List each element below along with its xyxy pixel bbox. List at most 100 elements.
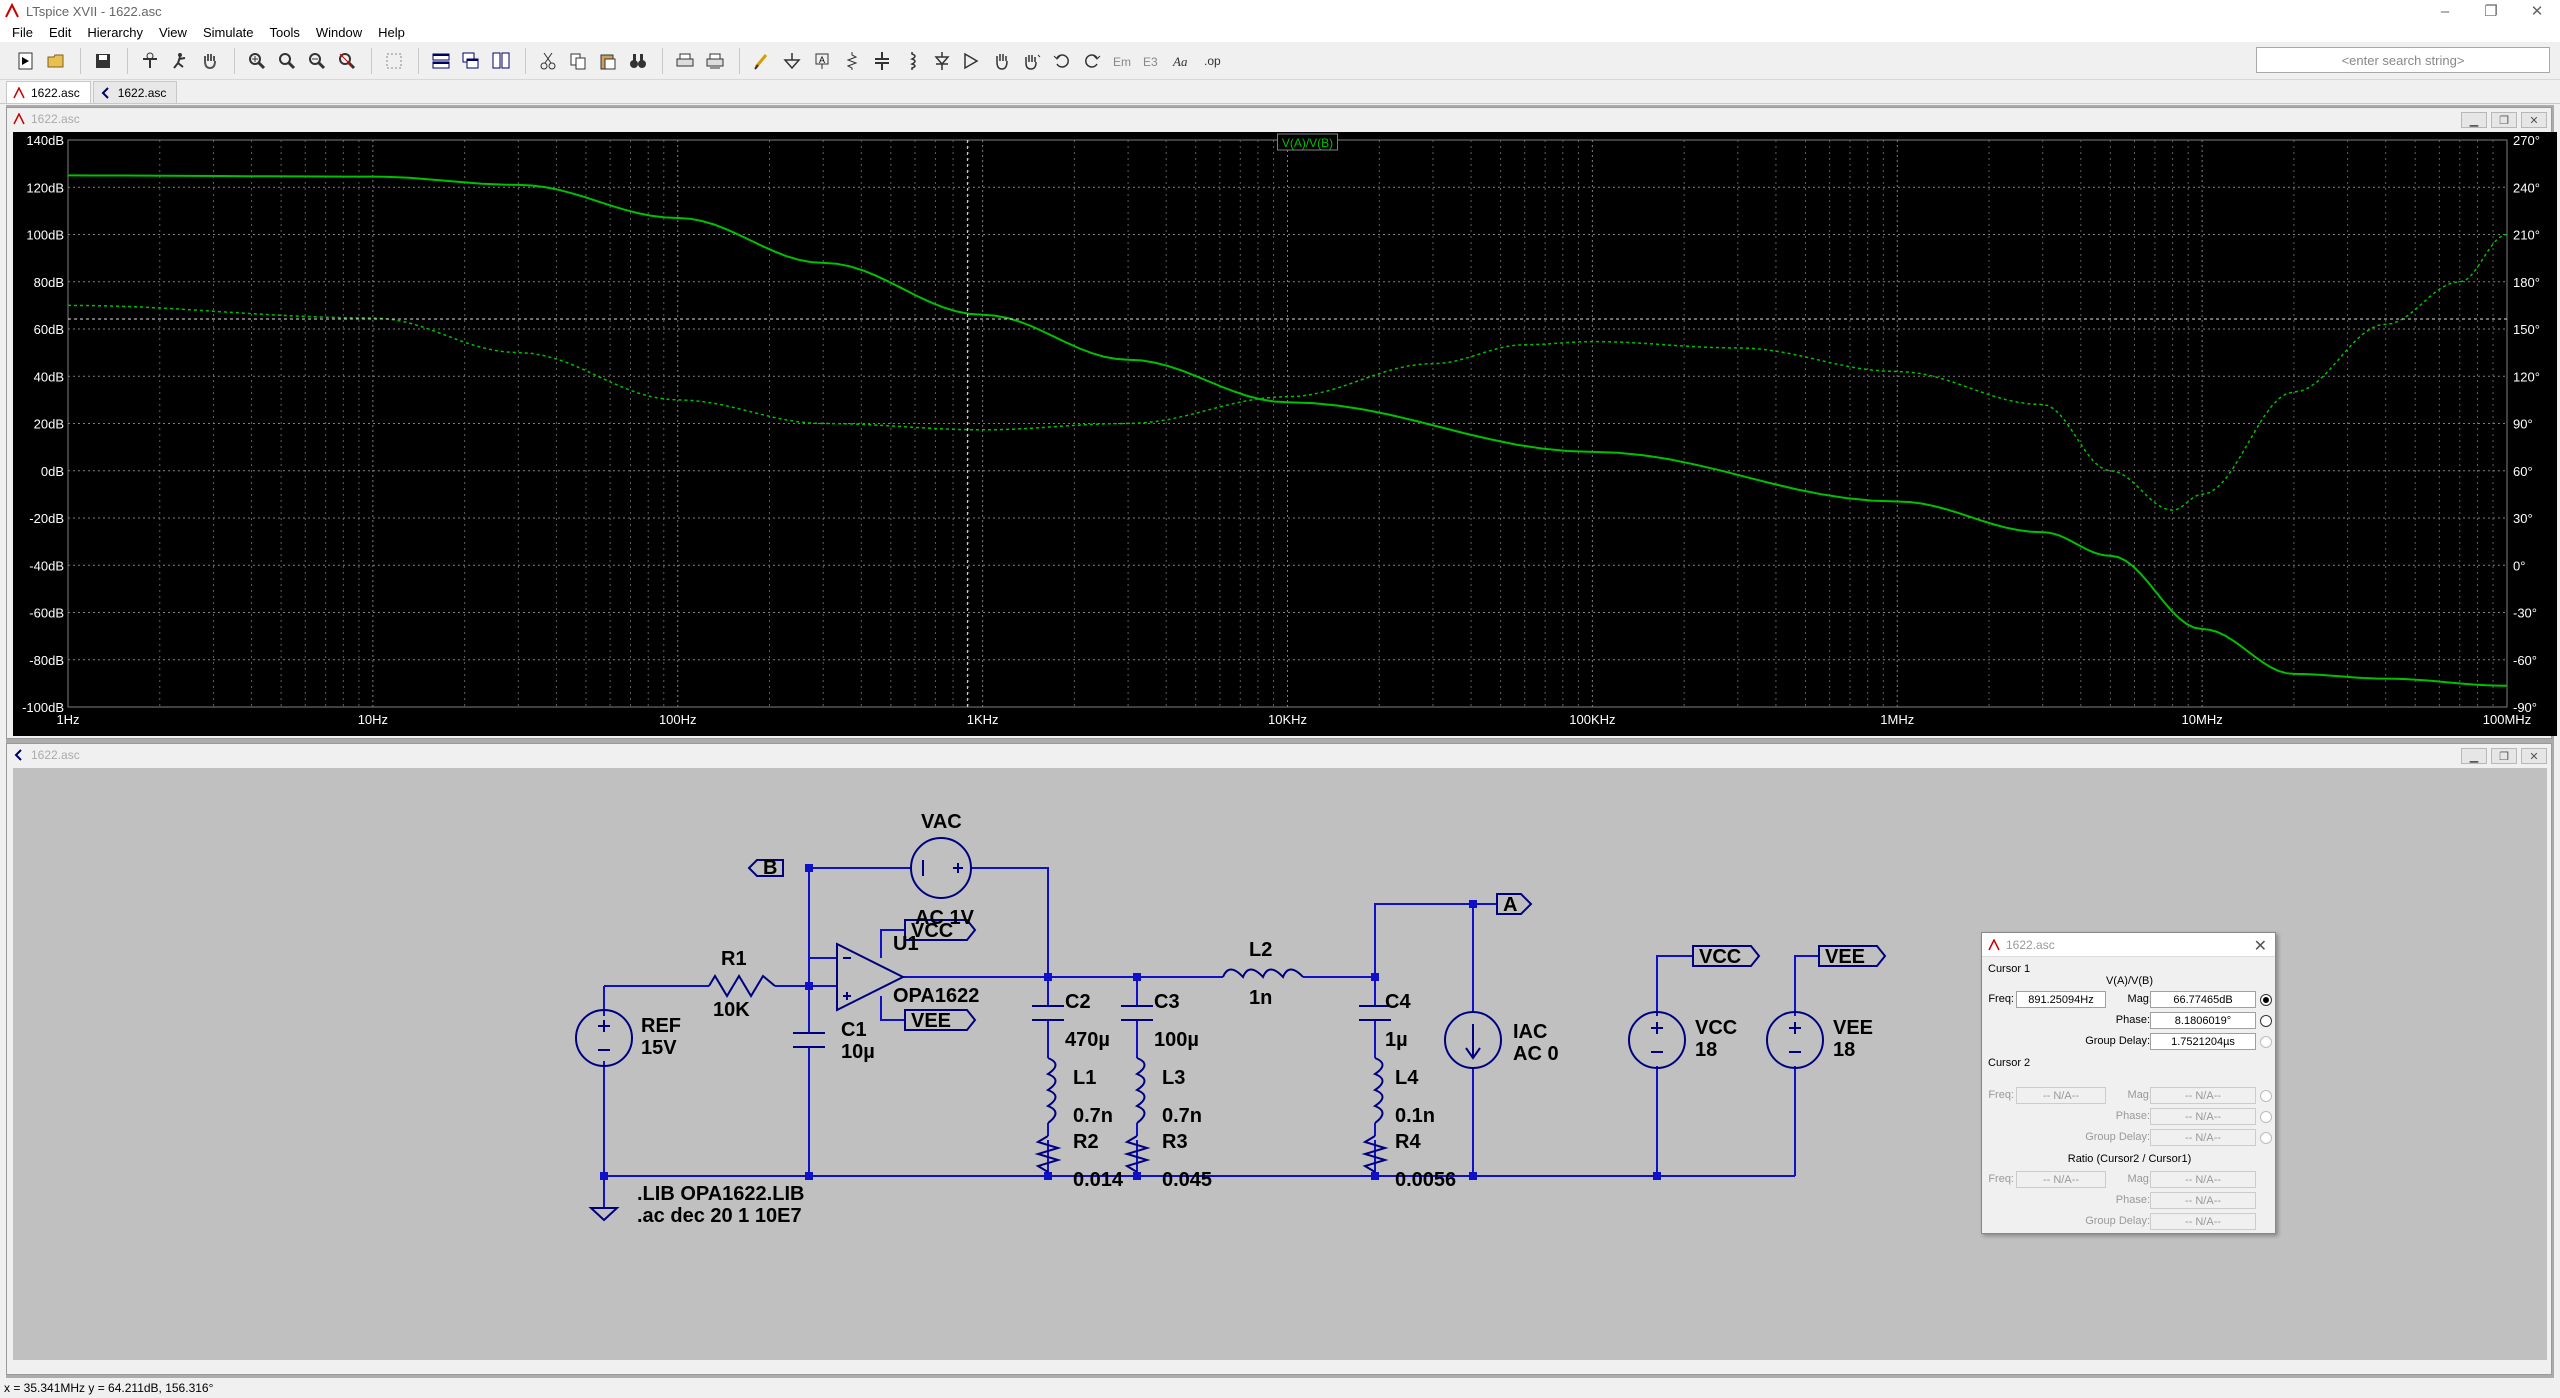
cut-icon[interactable]	[534, 47, 562, 75]
y-left-tick-label: 140dB	[26, 133, 64, 148]
inductor-icon[interactable]	[898, 47, 926, 75]
vee-ref: VEE	[1833, 1017, 1873, 1039]
zoom-in-icon[interactable]	[243, 47, 271, 75]
menu-hierarchy[interactable]: Hierarchy	[87, 24, 143, 40]
label-net-icon[interactable]: A	[808, 47, 836, 75]
x-tick-label: 10Hz	[358, 712, 388, 727]
l2-ref: L2	[1249, 939, 1272, 961]
menu-view[interactable]: View	[158, 24, 187, 40]
print-icon[interactable]	[671, 47, 699, 75]
restore-child-button[interactable]: ❐	[2491, 748, 2517, 764]
copy-icon[interactable]	[564, 47, 592, 75]
tile-vertical-icon[interactable]	[487, 47, 515, 75]
schematic-canvas[interactable]: VAC AC 1V R1 10K U1 OPA1622 REF 15V C1 1…	[13, 768, 2547, 1360]
paste-icon[interactable]	[594, 47, 622, 75]
net-label-vcc-opamp: VCC	[911, 920, 953, 942]
search-input[interactable]: <enter search string>	[2256, 47, 2550, 73]
mag-label: Mag:	[2127, 993, 2152, 1005]
component-icon[interactable]	[958, 47, 986, 75]
y-right-tick-label: -60°	[2513, 653, 2537, 668]
x-tick-label: 10MHz	[2182, 712, 2223, 727]
capacitor-icon[interactable]	[868, 47, 896, 75]
wires	[603, 867, 1819, 1208]
draw-wire-icon[interactable]	[748, 47, 776, 75]
group-delay-label: Group Delay:	[2085, 1215, 2150, 1227]
minimize-child-button[interactable]: ▁	[2461, 112, 2487, 128]
cursor1-mag-field[interactable]: 66.77465dB	[2150, 991, 2256, 1008]
ground-icon[interactable]	[778, 47, 806, 75]
ltspice-logo-icon	[1988, 938, 2000, 950]
rotate-icon[interactable]: Em	[1108, 47, 1136, 75]
c1-value: 10µ	[841, 1041, 875, 1063]
mag-radio[interactable]	[2260, 994, 2272, 1006]
text-icon[interactable]: Aa	[1168, 47, 1196, 75]
close-child-button[interactable]: ✕	[2521, 112, 2547, 128]
svg-text:Em: Em	[1113, 55, 1131, 69]
zoom-out-icon[interactable]	[303, 47, 331, 75]
restore-child-button[interactable]: ❐	[2491, 112, 2517, 128]
vee-value: 18	[1833, 1039, 1855, 1061]
resistor-icon[interactable]	[838, 47, 866, 75]
cursor1-freq-field[interactable]: 891.25094Hz	[2016, 991, 2106, 1008]
close-button[interactable]: ✕	[2530, 3, 2544, 20]
ratio-mag-field: -- N/A--	[2150, 1171, 2256, 1188]
zoom-fit-icon[interactable]	[333, 47, 361, 75]
cascade-icon[interactable]	[457, 47, 485, 75]
redo-icon[interactable]	[1078, 47, 1106, 75]
maximize-button[interactable]: ❐	[2484, 3, 2498, 20]
autorange-icon[interactable]	[380, 47, 408, 75]
x-tick-label: 1Hz	[56, 712, 79, 727]
diode-icon[interactable]	[928, 47, 956, 75]
tab-waveform[interactable]: 1622.asc	[92, 81, 178, 103]
ltspice-logo-icon	[5, 3, 19, 18]
cursor1-group-delay-field[interactable]: 1.7521204µs	[2150, 1033, 2256, 1050]
open-folder-icon[interactable]	[42, 47, 70, 75]
menu-edit[interactable]: Edit	[48, 24, 72, 40]
group-delay-radio[interactable]	[2260, 1036, 2272, 1048]
find-icon[interactable]	[624, 47, 652, 75]
drag-hand-icon[interactable]	[1018, 47, 1046, 75]
c1-ref: C1	[841, 1019, 867, 1041]
vac-value: AC 1V	[915, 907, 975, 929]
tab-schematic[interactable]: 1622.asc	[6, 81, 91, 103]
c4-ref: C4	[1385, 991, 1411, 1013]
close-icon[interactable]: ✕	[2253, 938, 2267, 955]
mirror-icon[interactable]: E3	[1138, 47, 1166, 75]
undo-icon[interactable]	[1048, 47, 1076, 75]
menu-window[interactable]: Window	[315, 24, 363, 40]
run-icon[interactable]	[166, 47, 194, 75]
print-setup-icon[interactable]	[701, 47, 729, 75]
window-title: LTspice XVII - 1622.asc	[26, 3, 162, 19]
c2-value: 470µ	[1065, 1029, 1110, 1051]
status-bar: x = 35.341MHz y = 64.211dB, 156.316°	[0, 1378, 2560, 1398]
menu-help[interactable]: Help	[378, 24, 405, 40]
halt-hand-icon[interactable]	[196, 47, 224, 75]
save-icon[interactable]	[89, 47, 117, 75]
phase-radio[interactable]	[2260, 1015, 2272, 1027]
move-hand-icon[interactable]	[988, 47, 1016, 75]
minimize-button[interactable]: –	[2440, 2, 2450, 20]
control-panel-icon[interactable]	[136, 47, 164, 75]
mag-radio	[2260, 1090, 2272, 1102]
menu-file[interactable]: File	[12, 24, 33, 40]
minimize-child-button[interactable]: ▁	[2461, 748, 2487, 764]
schematic-drawing[interactable]: VAC AC 1V R1 10K U1 OPA1622 REF 15V C1 1…	[13, 768, 2547, 1360]
new-schematic-icon[interactable]	[12, 47, 40, 75]
iac-value: AC 0	[1513, 1043, 1559, 1065]
tile-horizontal-icon[interactable]	[427, 47, 455, 75]
pan-icon[interactable]	[273, 47, 301, 75]
group-delay-radio	[2260, 1132, 2272, 1144]
spice-directive-icon[interactable]: .op	[1198, 47, 1226, 75]
r4-ref: R4	[1395, 1131, 1421, 1153]
menu-tools[interactable]: Tools	[269, 24, 300, 40]
menu-simulate[interactable]: Simulate	[202, 24, 254, 40]
cursor1-phase-field[interactable]: 8.1806019°	[2150, 1012, 2256, 1029]
mag-label: Mag:	[2127, 1173, 2152, 1185]
close-child-button[interactable]: ✕	[2521, 748, 2547, 764]
ratio-group-delay-field: -- N/A--	[2150, 1213, 2256, 1230]
schematic-window-title: 1622.asc ▁ ❐ ✕	[7, 744, 2551, 766]
y-left-tick-label: 20dB	[34, 417, 64, 432]
